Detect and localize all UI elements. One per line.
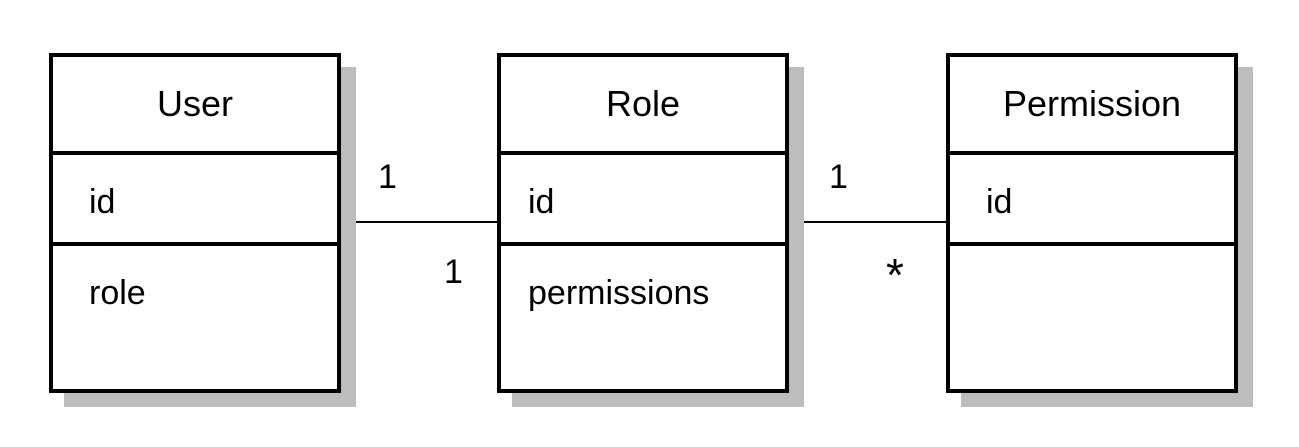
class-permission[interactable]: Permission id <box>946 53 1238 393</box>
class-name-user: User <box>156 83 233 124</box>
class-user[interactable]: User id role <box>49 53 341 393</box>
attribute-user-id: id <box>89 183 116 221</box>
multiplicity-role-permission-source: 1 <box>829 158 848 196</box>
member-user-role: role <box>89 274 146 312</box>
class-members-role: permissions <box>501 246 785 389</box>
attribute-role-id: id <box>528 183 555 221</box>
class-members-permission <box>950 246 1234 389</box>
multiplicity-user-side: 1 <box>378 158 397 196</box>
multiplicity-permission-target: * <box>886 249 904 301</box>
class-attributes-permission: id <box>950 151 1234 246</box>
class-attributes-user: id <box>53 151 337 246</box>
class-name-role: Role <box>605 83 681 124</box>
class-role[interactable]: Role id permissions <box>497 53 789 393</box>
member-role-permissions: permissions <box>528 274 710 312</box>
class-members-user: role <box>53 246 337 389</box>
class-attributes-role: id <box>501 151 785 246</box>
class-name-permission: Permission <box>1002 83 1182 124</box>
attribute-permission-id: id <box>986 183 1013 221</box>
multiplicity-role-side: 1 <box>444 253 463 291</box>
